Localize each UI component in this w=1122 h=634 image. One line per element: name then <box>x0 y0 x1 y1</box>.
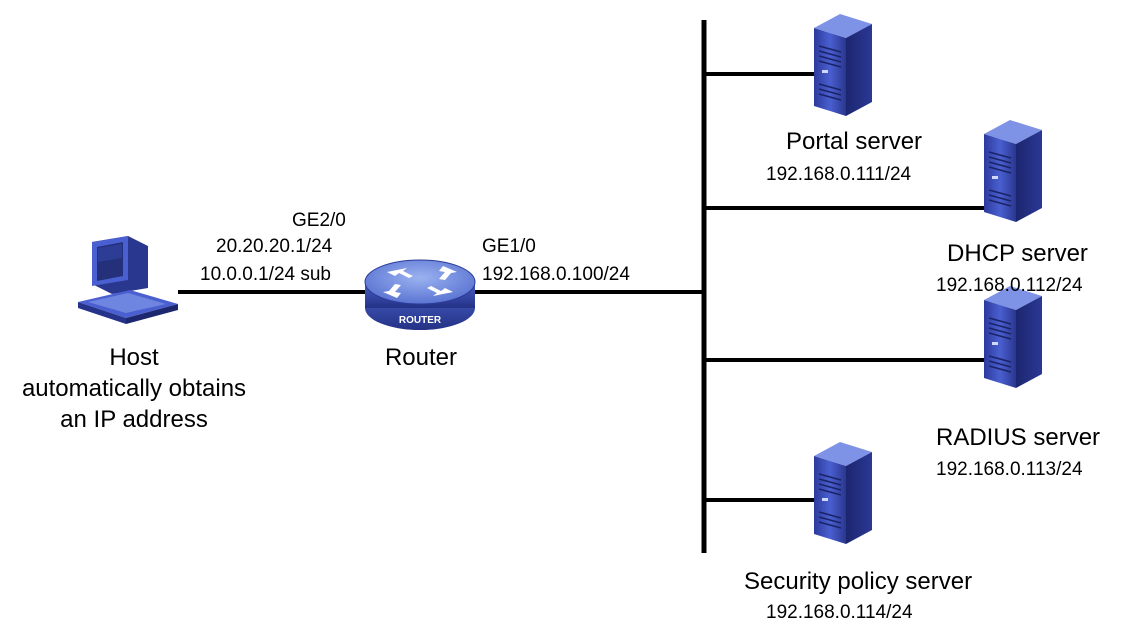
ge1-iface-label: GE1/0 <box>482 236 536 257</box>
router-icon <box>364 259 476 330</box>
radius-server-name: RADIUS server <box>936 424 1101 451</box>
radius-server-icon <box>983 285 1043 389</box>
router-name: Router <box>384 344 458 371</box>
security-server-name: Security policy server <box>744 568 973 595</box>
radius-server-ip: 192.168.0.113/24 <box>936 459 1083 480</box>
ge1-ip-label: 192.168.0.100/24 <box>482 264 630 285</box>
ge2-iface-label: GE2/0 <box>292 210 346 231</box>
host-desc-line2: an IP address <box>60 406 208 433</box>
security-server-icon <box>813 441 873 545</box>
host-desc-line1: automatically obtains <box>21 375 247 402</box>
portal-server-ip: 192.168.0.111/24 <box>766 164 912 185</box>
ge2-sub-ip-label: 10.0.0.1/24 sub <box>200 264 331 285</box>
portal-server-icon <box>813 13 873 117</box>
security-server-ip: 192.168.0.114/24 <box>766 602 913 623</box>
ge2-ip-label: 20.20.20.1/24 <box>216 236 333 257</box>
host-pc-icon <box>78 236 178 324</box>
host-name: Host <box>109 344 159 371</box>
portal-server-name: Portal server <box>786 128 923 155</box>
dhcp-server-icon <box>983 119 1043 223</box>
router-badge: ROUTER <box>398 315 442 326</box>
dhcp-server-ip: 192.168.0.112/24 <box>936 275 1083 296</box>
dhcp-server-name: DHCP server <box>947 240 1088 267</box>
